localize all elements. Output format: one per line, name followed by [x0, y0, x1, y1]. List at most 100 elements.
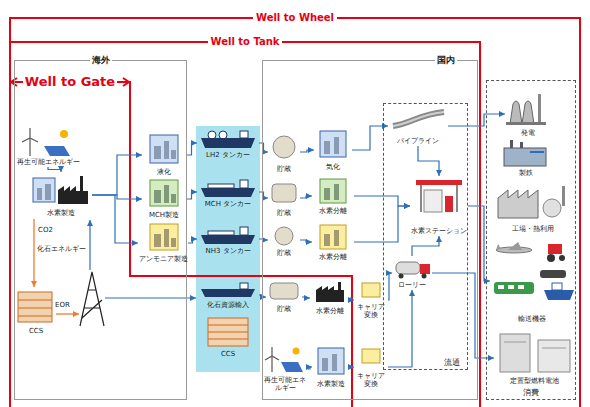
transport-icon [508, 285, 514, 289]
hydrogen-station-icon [416, 180, 462, 212]
nh3-tanker-icon [240, 227, 248, 235]
transport-icon [496, 244, 501, 250]
process-node: 定置型燃料電池 [494, 330, 574, 386]
node-label: CCS [29, 327, 43, 335]
liquefaction-icon [164, 141, 169, 159]
node-label: LH2 タンカー [206, 151, 250, 159]
carrier-conversion-icon [362, 349, 380, 363]
power-plant-icon [538, 94, 541, 124]
ammonia-plant-icon [150, 224, 178, 250]
node-label: 貯蔵 [277, 165, 291, 173]
process-node: MCH製造 [142, 178, 186, 220]
hydrogen-station-icon [424, 190, 442, 212]
h2-production-icon [37, 188, 42, 200]
factory-icon [562, 186, 565, 206]
flow-arrow [302, 297, 310, 298]
pipeline-icon [393, 112, 444, 126]
fossil-flow-line [89, 220, 90, 270]
flow-arrow [432, 273, 494, 358]
carrier-conversion-icon [362, 283, 380, 363]
lh2-tanker-icon [201, 131, 255, 148]
h2-production-icon [58, 186, 88, 204]
lh2-tanker-icon [240, 131, 248, 138]
flow-arrow [418, 146, 439, 176]
plant-icon [324, 234, 330, 246]
node-label: 再生可能エネルギー [17, 158, 80, 166]
flow-arrow [350, 366, 354, 367]
co2-flow-line [34, 219, 79, 314]
ammonia-plant-icon [154, 234, 161, 247]
node-label: MCH製造 [149, 211, 179, 219]
flow-arrow [388, 273, 392, 300]
renewable-icon [265, 347, 303, 372]
flow-label: 化石エネルギー [37, 246, 86, 253]
steel-mill-icon [510, 140, 513, 148]
process-node: 水素分離 [312, 176, 354, 216]
flow-label: CO2 [38, 226, 53, 234]
transport-icon [548, 244, 562, 254]
region-box: 国内貯蔵気化貯蔵水素分離貯蔵水素分離貯蔵水素分離キャリア変換流通パイプライン水素… [262, 60, 478, 400]
node-label: パイプライン [397, 137, 439, 145]
mch-plant-icon [150, 180, 178, 206]
flow-arrow [92, 195, 138, 243]
ccs-icon [208, 325, 248, 339]
node-label: 化石資源輸入 [207, 301, 249, 309]
oil-derrick-icon [80, 272, 104, 326]
plant-icon [320, 179, 346, 203]
region-label: 流通 [441, 358, 463, 367]
tank-truck-icon [396, 262, 420, 274]
ammonia-plant-icon [150, 224, 178, 250]
lh2-tanker-icon [208, 131, 216, 139]
transport-icon [559, 255, 565, 261]
renewable-icon [22, 128, 38, 142]
flow-arrow [354, 206, 410, 242]
fossil-flow-line [105, 297, 196, 298]
process-node: 輸送機器 [490, 238, 574, 324]
transport-icon [518, 285, 524, 289]
plant-icon [334, 230, 339, 246]
mch-tanker-icon [208, 184, 234, 188]
process-node: 貯蔵 [268, 222, 300, 258]
h2-production-icon [33, 178, 55, 202]
process-node: LH2 タンカー [197, 126, 259, 160]
renewable-icon [281, 362, 303, 372]
oil-derrick-icon [80, 272, 104, 326]
factory-icon [498, 190, 538, 218]
process-node: 水素製造 [312, 345, 350, 389]
fossil-ship-icon [201, 283, 255, 297]
node-label: アンモニア製造 [139, 255, 188, 263]
process-node: 貯蔵 [268, 130, 300, 174]
power-plant-icon [506, 122, 546, 125]
node-label: 水素分離 [319, 207, 347, 215]
plant-icon [324, 141, 330, 154]
power-plant-icon [522, 101, 534, 124]
nh3-tanker-icon [201, 235, 255, 244]
plant-icon [320, 131, 346, 157]
process-node: 気化 [314, 128, 352, 172]
fuel-cell-icon [500, 334, 530, 372]
mch-plant-icon [171, 194, 176, 203]
tank-truck-icon [420, 264, 430, 274]
transport-icon [552, 283, 562, 290]
co2-flow-line [33, 219, 34, 287]
nh3-tanker-icon [208, 231, 234, 235]
transport-icon [547, 254, 555, 262]
storage-tank-icon [275, 227, 293, 245]
h2-production-icon [80, 176, 83, 191]
process-node: 水素ステーション [410, 176, 468, 236]
liquefaction-icon [171, 150, 176, 159]
process-node: 貯蔵 [268, 178, 300, 218]
flow-arrow [186, 143, 197, 155]
region-label: 消費 [520, 388, 542, 397]
plant-icon [322, 358, 328, 371]
ccs-icon [18, 292, 52, 322]
factory-icon [543, 199, 561, 217]
h2-production-icon [45, 184, 51, 200]
fuel-cell-icon [500, 334, 570, 372]
plant-icon [324, 188, 330, 200]
plant-icon [334, 184, 339, 200]
node-label: 水素ステーション [411, 227, 467, 235]
tank-truck-icon [422, 274, 427, 279]
